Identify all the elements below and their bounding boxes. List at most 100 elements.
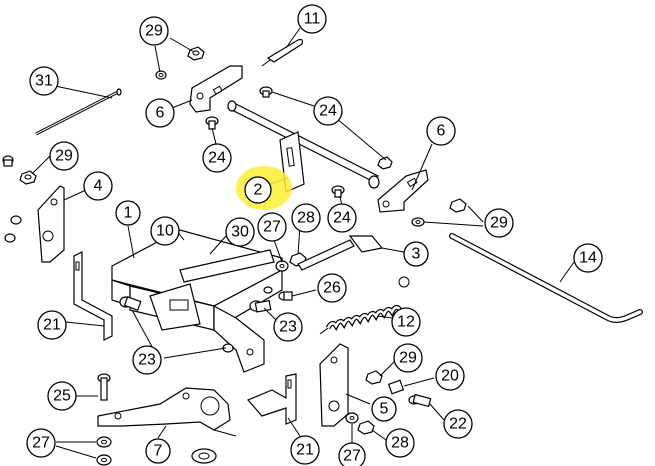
callout-27-lower-right[interactable]: 27: [338, 442, 366, 466]
callout-label: 10: [156, 223, 174, 240]
callout-label: 21: [296, 442, 314, 459]
callout-29-top[interactable]: 29: [139, 16, 169, 46]
callout-24-upper[interactable]: 24: [313, 96, 343, 126]
callout-4[interactable]: 4: [83, 171, 113, 201]
callout-label: 22: [449, 416, 467, 433]
callout-12[interactable]: 12: [391, 307, 421, 337]
callout-1[interactable]: 1: [115, 200, 141, 226]
callout-label: 2: [254, 182, 263, 199]
callout-label: 27: [343, 448, 361, 465]
part-29-nut-top: [187, 46, 205, 61]
callout-label: 24: [319, 103, 337, 120]
callout-31[interactable]: 31: [29, 66, 59, 96]
part-washer-far-left: [4, 215, 22, 243]
callout-24-right[interactable]: 24: [327, 203, 357, 233]
callout-label: 4: [94, 178, 103, 195]
callout-label: 29: [145, 23, 163, 40]
part-24-pin-right: [331, 185, 345, 198]
callout-label: 6: [156, 105, 165, 122]
part-25-bolt: [97, 373, 111, 401]
callout-21-left[interactable]: 21: [37, 310, 67, 340]
part-24-pin-upper: [259, 86, 273, 98]
callout-3[interactable]: 3: [403, 241, 429, 267]
leader-lines: [31, 27, 575, 459]
part-31-rod: [35, 88, 122, 136]
callout-10[interactable]: 10: [150, 216, 180, 246]
part-5-bracket: [319, 343, 349, 427]
callout-29-right[interactable]: 29: [484, 208, 514, 238]
parts-layer: [2, 38, 643, 466]
part-bushing-bottom: [191, 448, 217, 464]
callout-11[interactable]: 11: [297, 4, 327, 34]
callout-26[interactable]: 26: [317, 273, 347, 303]
callout-6-left[interactable]: 6: [145, 98, 175, 128]
callout-label: 5: [380, 401, 389, 418]
callout-label: 24: [333, 210, 351, 227]
callout-2-highlighted[interactable]: 2: [244, 176, 272, 204]
part-21-bracket-left: [73, 251, 113, 341]
callout-25[interactable]: 25: [47, 381, 77, 411]
callout-20[interactable]: 20: [435, 361, 465, 391]
part-nut-tube-right: [377, 156, 393, 170]
callout-label: 28: [391, 435, 409, 452]
part-11-cotter-pin: [261, 38, 304, 67]
callout-29-lower[interactable]: 29: [393, 343, 423, 373]
part-1-main-frame: [111, 229, 283, 373]
callout-label: 29: [490, 215, 508, 232]
callout-24-left[interactable]: 24: [202, 143, 232, 173]
callout-label: 12: [397, 314, 415, 331]
callout-label: 27: [32, 435, 50, 452]
callout-29-left[interactable]: 29: [49, 141, 79, 171]
part-6-bracket-right: [377, 169, 429, 213]
callout-23-mid[interactable]: 23: [273, 312, 303, 342]
callout-5[interactable]: 5: [371, 396, 397, 422]
callout-label: 14: [579, 250, 597, 267]
part-29-nut-left: [19, 170, 37, 185]
callout-27-upper[interactable]: 27: [257, 212, 287, 242]
part-27-washer-right: [345, 412, 359, 424]
callout-28-upper[interactable]: 28: [291, 203, 321, 233]
part-washer-top: [155, 70, 167, 80]
callout-label: 29: [399, 350, 417, 367]
part-2-tube-assembly: [226, 100, 380, 193]
callout-30[interactable]: 30: [225, 217, 255, 247]
part-28-nut-lower: [357, 420, 375, 435]
callout-label: 20: [441, 368, 459, 385]
part-23-bolt-left: [119, 296, 142, 311]
callout-label: 1: [124, 205, 133, 222]
callout-28-lower[interactable]: 28: [385, 428, 415, 458]
callout-label: 23: [279, 319, 297, 336]
callout-label: 7: [154, 443, 163, 460]
callout-22[interactable]: 22: [443, 409, 473, 439]
callout-label: 24: [208, 150, 226, 167]
callout-label: 21: [43, 317, 61, 334]
callout-label: 26: [323, 280, 341, 297]
part-20-bushing: [387, 379, 405, 395]
callout-6-right[interactable]: 6: [426, 116, 456, 146]
part-12-spring: [319, 276, 410, 335]
callout-label: 25: [53, 388, 71, 405]
part-7-lever-plate: [97, 387, 237, 437]
callout-label: 30: [231, 224, 249, 241]
part-22-bolt: [408, 393, 432, 408]
callout-label: 27: [263, 219, 281, 236]
part-24-pin-left: [205, 116, 219, 130]
callout-label: 31: [35, 73, 53, 90]
part-26-bolt: [263, 286, 293, 301]
part-27-washer-lower-b: [96, 454, 112, 466]
callout-23-left[interactable]: 23: [132, 345, 162, 375]
part-14-long-rod: [449, 233, 643, 323]
part-23-bolt-mid: [249, 299, 272, 313]
callout-label: 3: [412, 246, 421, 263]
callout-label: 23: [138, 352, 156, 369]
part-21-bracket-right: [246, 373, 297, 425]
callout-label: 6: [437, 123, 446, 140]
callout-27-lower-left[interactable]: 27: [26, 428, 56, 458]
callout-21-right[interactable]: 21: [290, 435, 320, 465]
callout-label: 29: [55, 148, 73, 165]
callout-14[interactable]: 14: [573, 243, 603, 273]
part-4-bracket: [37, 185, 65, 263]
callout-7[interactable]: 7: [145, 438, 171, 464]
part-6-bracket-left: [189, 65, 243, 113]
callout-label: 28: [297, 210, 315, 227]
